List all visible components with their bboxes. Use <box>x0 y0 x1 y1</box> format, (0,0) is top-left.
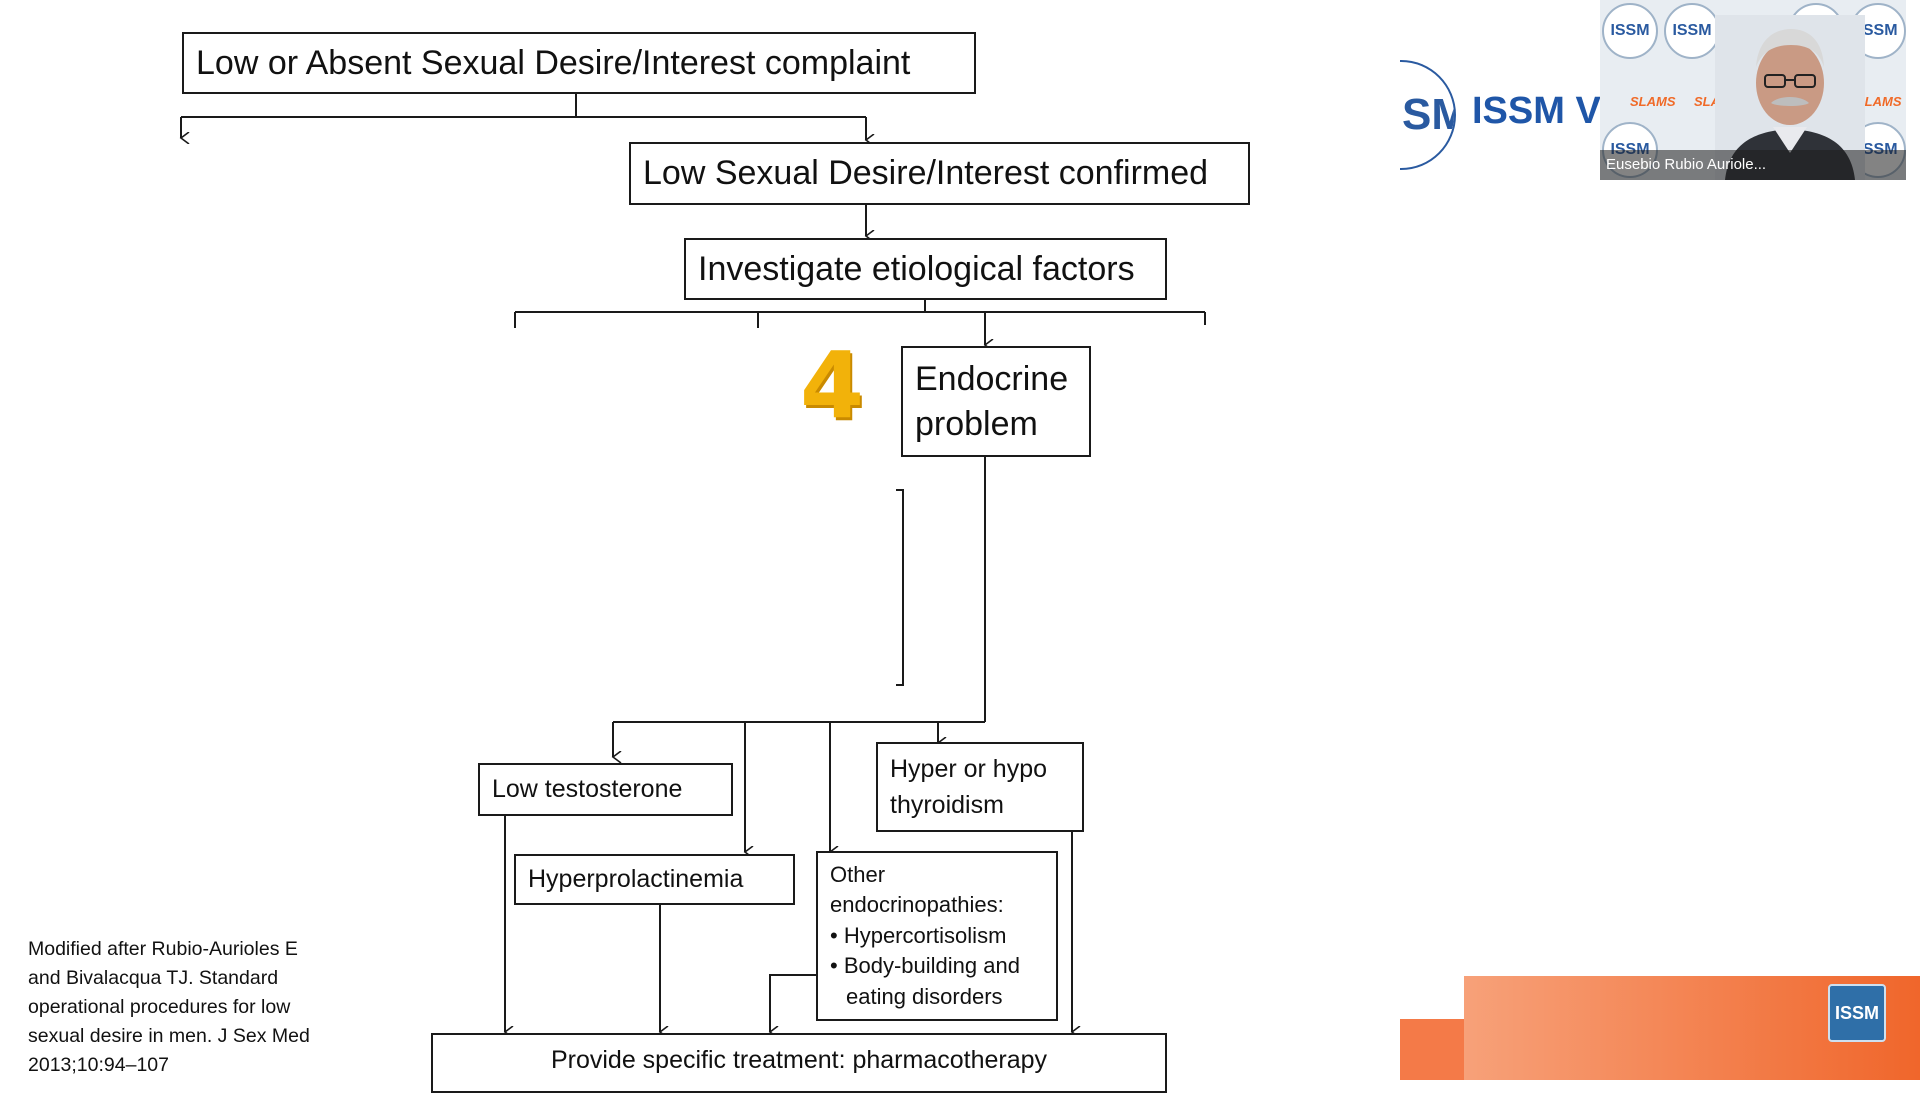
other-endocrinopathies-box: Other endocrinopathies: • Hypercortisoli… <box>816 851 1058 1021</box>
citation-text: Modified after Rubio-Aurioles E and Biva… <box>28 935 358 1080</box>
other-title-line1: Other <box>830 861 886 887</box>
complaint-box: Low or Absent Sexual Desire/Interest com… <box>182 32 976 94</box>
bracket <box>896 489 904 686</box>
investigate-label: Investigate etiological factors <box>698 249 1135 288</box>
hyperprolactinemia-box: Hyperprolactinemia <box>514 854 795 905</box>
citation-line: sexual desire in men. J Sex Med <box>28 1025 310 1047</box>
citation-line: Modified after Rubio-Aurioles E <box>28 938 298 960</box>
issm-logo-icon: ISSM <box>1664 3 1720 59</box>
issm-brand: SM ISSM V <box>1400 60 1601 170</box>
endocrine-label-line2: problem <box>915 404 1038 443</box>
connector-arrow-treat-3 <box>770 974 818 1032</box>
citation-line: 2013;10:94–107 <box>28 1054 169 1076</box>
step-number: 4 <box>800 332 865 439</box>
hyperprolactinemia-label: Hyperprolactinemia <box>528 865 744 893</box>
participant-video-tile[interactable]: ISSM ISSM ISSM ISSM ISSM ISSM SLAMS SLAM… <box>1600 0 1906 180</box>
issm-corner-logo-icon: ISSM <box>1828 984 1886 1042</box>
issm-seal-logo: SM <box>1400 60 1456 170</box>
other-title-line2: endocrinopathies: <box>830 892 1004 918</box>
low-testosterone-label: Low testosterone <box>492 775 683 803</box>
slams-label: SLAMS <box>1856 94 1902 109</box>
thyroid-label-line1: Hyper or hypo <box>890 755 1048 783</box>
thyroid-label-line2: thyroidism <box>890 791 1004 819</box>
thyroid-box: Hyper or hypo thyroidism <box>876 742 1084 832</box>
participant-name: Eusebio Rubio Auriole... <box>1600 150 1906 180</box>
slams-label: SLAMS <box>1630 94 1676 109</box>
confirmed-box: Low Sexual Desire/Interest confirmed <box>629 142 1250 205</box>
endocrine-label-line1: Endocrine <box>915 359 1069 398</box>
endocrine-box: Endocrine problem <box>901 346 1091 457</box>
low-testosterone-box: Low testosterone <box>478 763 733 816</box>
issm-brand-text: ISSM V <box>1472 90 1601 132</box>
decorative-band <box>1400 1019 1470 1080</box>
treatment-box: Provide specific treatment: pharmacother… <box>431 1033 1167 1093</box>
treatment-label: Provide specific treatment: pharmacother… <box>550 1046 1048 1074</box>
confirmed-label: Low Sexual Desire/Interest confirmed <box>643 154 1209 192</box>
complaint-label: Low or Absent Sexual Desire/Interest com… <box>196 43 911 82</box>
citation-line: operational procedures for low <box>28 996 291 1018</box>
other-item-bodybuilding-line1: • Body-building and <box>830 953 1020 979</box>
investigate-box: Investigate etiological factors <box>684 238 1167 300</box>
other-item-bodybuilding-line2: eating disorders <box>846 983 1003 1009</box>
other-item-hypercortisolism: • Hypercortisolism <box>830 922 1007 948</box>
issm-logo-icon: ISSM <box>1602 3 1658 59</box>
citation-line: and Bivalacqua TJ. Standard <box>28 967 279 989</box>
